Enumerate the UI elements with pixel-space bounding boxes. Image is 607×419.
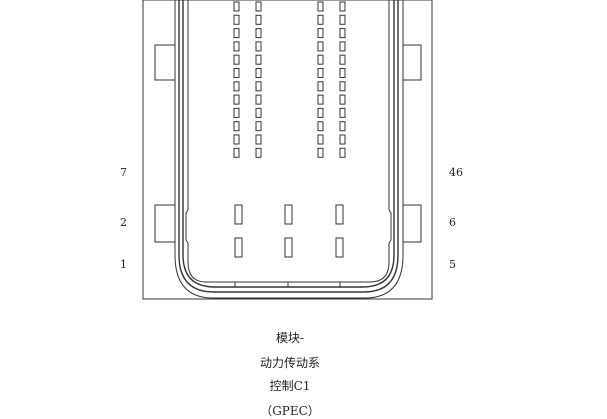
small-terminal-cavity [339, 28, 346, 39]
cavity-wall-inner [185, 0, 392, 283]
large-terminal-cavity [284, 204, 293, 225]
small-terminal-cavity [255, 94, 262, 105]
small-terminal-cavity [233, 41, 240, 52]
small-terminal-cavity [317, 68, 324, 78]
large-terminal-cavity [234, 204, 243, 225]
caption-line-4: （GPEC） [260, 404, 320, 418]
small-terminal-cavity [317, 14, 324, 25]
cavity-wall-2 [178, 0, 399, 293]
large-terminal-cavity [284, 237, 293, 258]
small-terminal-cavity [233, 107, 240, 118]
small-terminal-cavity [339, 94, 346, 105]
small-terminal-cavity [339, 107, 346, 118]
small-terminal-cavity [255, 68, 262, 78]
small-terminal-cavity [233, 68, 240, 78]
large-terminal-cavity [234, 237, 243, 258]
caption-line-1: 模块- [275, 331, 305, 345]
small-terminal-cavity [255, 1, 262, 12]
left-latch-bottom [154, 204, 175, 243]
small-terminal-cavity [255, 107, 262, 118]
small-terminal-cavity [233, 134, 240, 145]
caption-line-2: 动力传动系 [259, 356, 320, 370]
small-terminal-cavity [317, 1, 324, 12]
right-latch-bottom [403, 204, 422, 243]
small-terminal-cavity [233, 1, 240, 12]
small-terminal-cavity [339, 81, 346, 92]
small-terminal-cavity [339, 68, 346, 78]
large-terminal-cavity [335, 237, 344, 258]
large-terminal-grid [234, 204, 344, 258]
small-terminal-cavity [317, 121, 324, 132]
small-terminal-cavity [255, 41, 262, 52]
small-terminal-cavity [255, 134, 262, 145]
small-terminal-cavity [255, 28, 262, 39]
small-terminal-cavity [233, 14, 240, 25]
small-terminal-cavity [317, 147, 324, 158]
pin-label-46: 46 [449, 166, 463, 179]
left-latch-top [154, 0, 176, 81]
cavity-wall-outer [174, 0, 404, 299]
small-terminal-cavity [233, 28, 240, 39]
small-terminal-cavity [339, 1, 346, 12]
pin-label-1: 1 [120, 258, 127, 271]
small-terminal-cavity [233, 121, 240, 132]
small-terminal-cavity [317, 54, 324, 65]
small-terminal-cavity [233, 54, 240, 65]
small-terminal-cavity [255, 147, 262, 158]
right-latch-top [402, 0, 422, 81]
small-terminal-cavity [317, 28, 324, 39]
caption-line-3: 控制C1 [269, 379, 311, 393]
small-terminal-cavity [339, 121, 346, 132]
small-terminal-cavity [255, 121, 262, 132]
small-terminal-cavity [339, 147, 346, 158]
large-terminal-cavity [335, 204, 344, 225]
small-terminal-cavity [233, 94, 240, 105]
small-terminal-cavity [339, 14, 346, 25]
small-terminal-cavity [255, 81, 262, 92]
cavity-wall-3 [182, 0, 395, 288]
small-terminal-cavity [317, 94, 324, 105]
small-terminal-cavity [317, 134, 324, 145]
small-terminal-cavity [317, 41, 324, 52]
small-terminal-cavity [255, 54, 262, 65]
small-terminal-cavity [317, 81, 324, 92]
small-terminal-cavity [255, 14, 262, 25]
small-terminal-cavity [339, 41, 346, 52]
pin-label-5: 5 [449, 258, 456, 271]
small-terminal-cavity [317, 107, 324, 118]
small-terminal-cavity [233, 81, 240, 92]
connector-body [142, 0, 433, 300]
small-terminal-cavity [339, 134, 346, 145]
small-terminal-cavity [233, 147, 240, 158]
pin-label-6: 6 [449, 216, 456, 229]
pin-label-2: 2 [120, 216, 127, 229]
pin-label-7: 7 [120, 166, 127, 179]
small-terminal-grid [233, 1, 346, 158]
housing-outline [142, 0, 433, 300]
small-terminal-cavity [339, 54, 346, 65]
